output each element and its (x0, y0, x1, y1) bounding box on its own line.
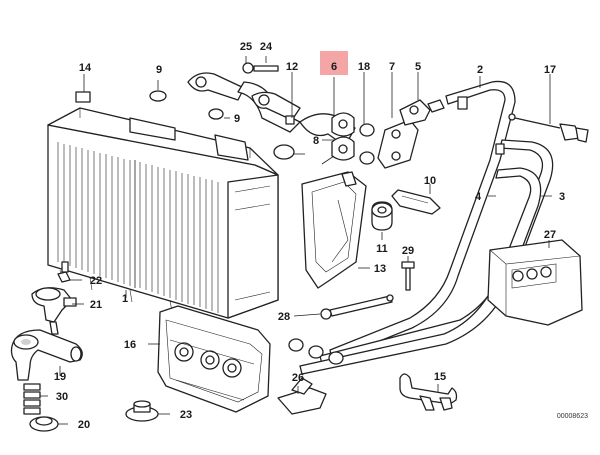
label-3: 3 (559, 191, 565, 203)
callout-labels: 1 2 3 4 5 6 7 8 9 9 10 11 12 13 14 15 16… (54, 41, 588, 431)
cap-20 (29, 416, 59, 432)
label-9-top: 9 (156, 64, 162, 76)
o-ring-18b (359, 151, 375, 165)
o-ring-18a (359, 123, 375, 137)
label-23: 23 (180, 409, 192, 421)
label-22: 22 (90, 275, 102, 287)
label-2: 2 (477, 64, 483, 76)
label-28: 28 (278, 311, 290, 323)
frame-gasket-13 (301, 171, 367, 289)
hose-clamp-15 (399, 373, 458, 411)
label-10: 10 (424, 175, 436, 187)
heater-core-fins (57, 142, 219, 313)
label-13: 13 (374, 263, 386, 275)
label-27: 27 (544, 229, 556, 241)
nut-23 (125, 400, 159, 422)
grommet-11 (371, 201, 393, 231)
label-30: 30 (56, 391, 68, 403)
label-7: 7 (389, 61, 395, 73)
label-24: 24 (260, 41, 273, 53)
screw-22 (57, 261, 71, 283)
hose-19 (10, 329, 83, 381)
label-17: 17 (544, 64, 556, 76)
label-1: 1 (122, 293, 128, 305)
label-16: 16 (124, 339, 136, 351)
label-5: 5 (415, 61, 421, 73)
sensor-17 (508, 113, 589, 143)
label-9-mid: 9 (234, 113, 240, 125)
bleed-valve-21 (31, 287, 77, 335)
label-6: 6 (331, 61, 337, 73)
o-ring-9-top (149, 90, 167, 102)
clip-14 (75, 91, 91, 103)
label-21: 21 (90, 299, 102, 311)
clip-26 (277, 377, 327, 415)
label-25: 25 (240, 41, 252, 53)
label-8: 8 (313, 135, 319, 147)
label-18: 18 (358, 61, 370, 73)
highlight-box-6 (320, 51, 348, 75)
label-14: 14 (79, 62, 92, 74)
screw-29 (401, 261, 415, 291)
housing-16 (157, 305, 271, 413)
label-26: 26 (292, 372, 304, 384)
o-ring-9-mid (208, 108, 224, 120)
cover-27 (487, 239, 583, 326)
heater-core (47, 91, 279, 319)
o-ring-8 (273, 144, 295, 160)
label-20: 20 (78, 419, 90, 431)
label-15: 15 (434, 371, 446, 383)
label-12: 12 (286, 61, 298, 73)
flange-and-valve (377, 99, 445, 169)
leader-lines (40, 56, 552, 425)
label-19: 19 (54, 371, 66, 383)
label-11: 11 (376, 243, 388, 255)
spring-30 (23, 383, 41, 415)
reference-code: 00008623 (557, 413, 588, 420)
seal-10 (391, 189, 441, 215)
label-29: 29 (402, 245, 414, 257)
label-4: 4 (475, 191, 482, 203)
coolant-pipes (288, 80, 554, 375)
heater-pipes (149, 62, 375, 165)
bracket-28 (320, 294, 394, 320)
